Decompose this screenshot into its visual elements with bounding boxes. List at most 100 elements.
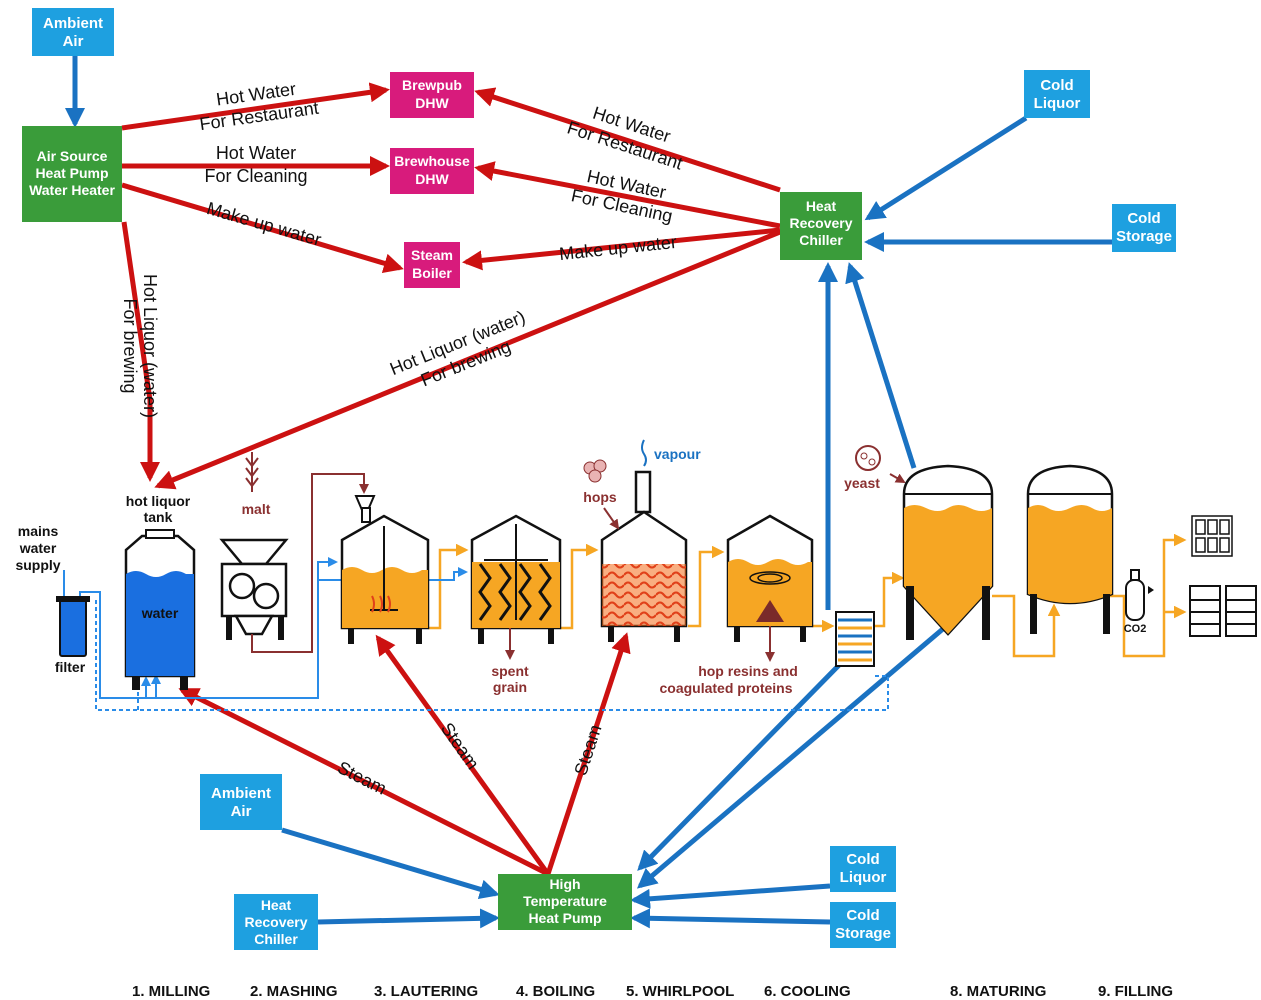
- arrow-hrc-to-brewpub: [474, 87, 781, 193]
- malt-icon: [245, 452, 259, 492]
- node-brewhouse-dhw: Brewhouse DHW: [390, 148, 474, 194]
- label-hop-resins: hop resins and coagulated proteins: [659, 663, 797, 696]
- boil-kettle: [600, 439, 688, 642]
- malt-to-mash-line: [251, 473, 369, 653]
- svg-text:Temperature: Temperature: [523, 893, 607, 909]
- svg-text:hop resins and: hop resins and: [698, 663, 798, 679]
- svg-text:Liquor: Liquor: [840, 869, 887, 886]
- label-hot-water-restaurant-right: Hot Water For Restaurant: [565, 103, 685, 174]
- label-steam-3: Steam: [570, 722, 605, 778]
- arrow-ashp-to-brewpub: [121, 82, 390, 131]
- svg-text:supply: supply: [15, 557, 60, 573]
- kegs-icon: [1189, 585, 1257, 637]
- stage-label: 5. WHIRLPOOL: [626, 983, 734, 1000]
- svg-text:Ambient: Ambient: [43, 15, 103, 32]
- svg-text:Ambient: Ambient: [211, 785, 271, 802]
- arrow-ashp-to-hlt: [121, 221, 160, 482]
- svg-text:Hot Liquor (water): Hot Liquor (water): [140, 274, 160, 418]
- yeast-icon: [855, 445, 906, 483]
- svg-text:spent: spent: [491, 663, 529, 679]
- filter-unit: [56, 596, 90, 657]
- node-cold-liquor-bottom: Cold Liquor: [830, 846, 896, 892]
- node-steam-boiler: Steam Boiler: [404, 242, 460, 288]
- node-air-source-heat-pump: Air Source Heat Pump Water Heater: [22, 126, 122, 222]
- arrow-hrc-to-hthp: [317, 908, 500, 929]
- label-mains-water-supply: mains water supply: [15, 523, 60, 573]
- arrow-fermenter-to-hthp: [636, 626, 946, 889]
- svg-text:hot liquor: hot liquor: [126, 493, 191, 509]
- svg-text:Storage: Storage: [835, 925, 891, 942]
- svg-text:grain: grain: [493, 679, 527, 695]
- stage-label: 9. FILLING: [1098, 983, 1173, 1000]
- arrow-hrc-to-boiler: [462, 227, 781, 271]
- stage-label: 2. MASHING: [250, 983, 338, 1000]
- svg-text:Water Heater: Water Heater: [29, 182, 115, 198]
- label-spent-grain: spent grain: [491, 663, 529, 695]
- arrow-steam-to-boil: [545, 632, 631, 875]
- cold-flow-arrows: [65, 56, 1112, 929]
- whirlpool-tank: [726, 514, 814, 662]
- label-hops: hops: [583, 489, 617, 505]
- svg-text:Brewhouse: Brewhouse: [394, 153, 470, 169]
- node-heat-recovery-chiller-top: Heat Recovery Chiller: [780, 192, 862, 260]
- stage-label: 3. LAUTERING: [374, 983, 478, 1000]
- svg-text:Liquor: Liquor: [1034, 95, 1081, 112]
- label-malt: malt: [242, 501, 271, 517]
- label-hot-liquor-vertical: Hot Liquor (water) For brewing: [120, 274, 160, 418]
- svg-text:Cold: Cold: [846, 851, 879, 868]
- node-brewpub-dhw: Brewpub DHW: [390, 72, 474, 118]
- label-make-up-water-left: Make up water: [204, 198, 323, 250]
- hot-flow-arrows: [121, 82, 781, 877]
- label-vapour: vapour: [654, 446, 701, 462]
- svg-text:Air Source: Air Source: [37, 148, 108, 164]
- node-cold-storage-top: Cold Storage: [1112, 204, 1176, 252]
- svg-text:Hot Water: Hot Water: [216, 143, 296, 163]
- svg-text:High: High: [549, 876, 580, 892]
- mash-tun: [340, 495, 430, 644]
- arrow-hrc-to-hlt: [154, 229, 781, 490]
- arrow-steam-to-hlt: [178, 687, 550, 877]
- svg-text:Cold: Cold: [1127, 210, 1160, 227]
- svg-text:Recovery: Recovery: [789, 215, 852, 231]
- svg-text:Air: Air: [63, 33, 84, 50]
- label-steam-2: Steam: [437, 719, 483, 773]
- lauter-tun: [470, 514, 562, 660]
- wort-cooler: [835, 611, 875, 667]
- arrow-cooler-to-hthp: [637, 658, 846, 871]
- wort-flow-lines: [428, 533, 1187, 658]
- label-make-up-water-right: Make up water: [558, 232, 678, 264]
- node-heat-recovery-chiller-bottom: Heat Recovery Chiller: [234, 894, 318, 950]
- svg-text:Chiller: Chiller: [254, 931, 298, 947]
- co2-cylinder-icon: [1125, 569, 1154, 621]
- hops-icon: [583, 459, 620, 530]
- node-ambient-air-bottom: Ambient Air: [200, 774, 282, 830]
- arrow-fermenter-to-hrc: [845, 262, 917, 469]
- arrow-coldstorage-to-hthp: [630, 908, 831, 929]
- svg-text:Steam: Steam: [411, 247, 453, 263]
- svg-text:For Cleaning: For Cleaning: [204, 166, 307, 186]
- hot-liquor-tank: [124, 529, 196, 690]
- label-hot-liquor-tank: hot liquor tank: [126, 493, 191, 525]
- node-cold-liquor-top: Cold Liquor: [1024, 70, 1090, 118]
- svg-text:Heat: Heat: [806, 198, 837, 214]
- fermenter-tank: [902, 464, 994, 640]
- label-co2: CO2: [1124, 623, 1147, 635]
- arrow-coldliquor-to-hrc: [864, 115, 1028, 221]
- arrow-hrc-to-brewhouse: [474, 161, 781, 229]
- label-filter: filter: [55, 659, 86, 675]
- svg-text:Heat: Heat: [261, 897, 292, 913]
- svg-text:Air: Air: [231, 803, 252, 820]
- arrow-steam-to-mash: [375, 634, 551, 876]
- node-high-temperature-heat-pump: High Temperature Heat Pump: [498, 874, 632, 930]
- arrow-coldliquor-to-hthp: [630, 883, 831, 909]
- maturing-tank: [1026, 464, 1114, 634]
- arrow-ashp-to-boiler: [121, 182, 404, 274]
- stage-label: 4. BOILING: [516, 983, 595, 1000]
- stage-label: 6. COOLING: [764, 983, 851, 1000]
- svg-text:Heat Pump: Heat Pump: [528, 910, 601, 926]
- svg-text:Chiller: Chiller: [799, 232, 843, 248]
- stage-label: 8. MATURING: [950, 983, 1046, 1000]
- label-water: water: [141, 605, 179, 621]
- node-ambient-air-top: Ambient Air: [32, 8, 114, 56]
- svg-text:Boiler: Boiler: [412, 265, 452, 281]
